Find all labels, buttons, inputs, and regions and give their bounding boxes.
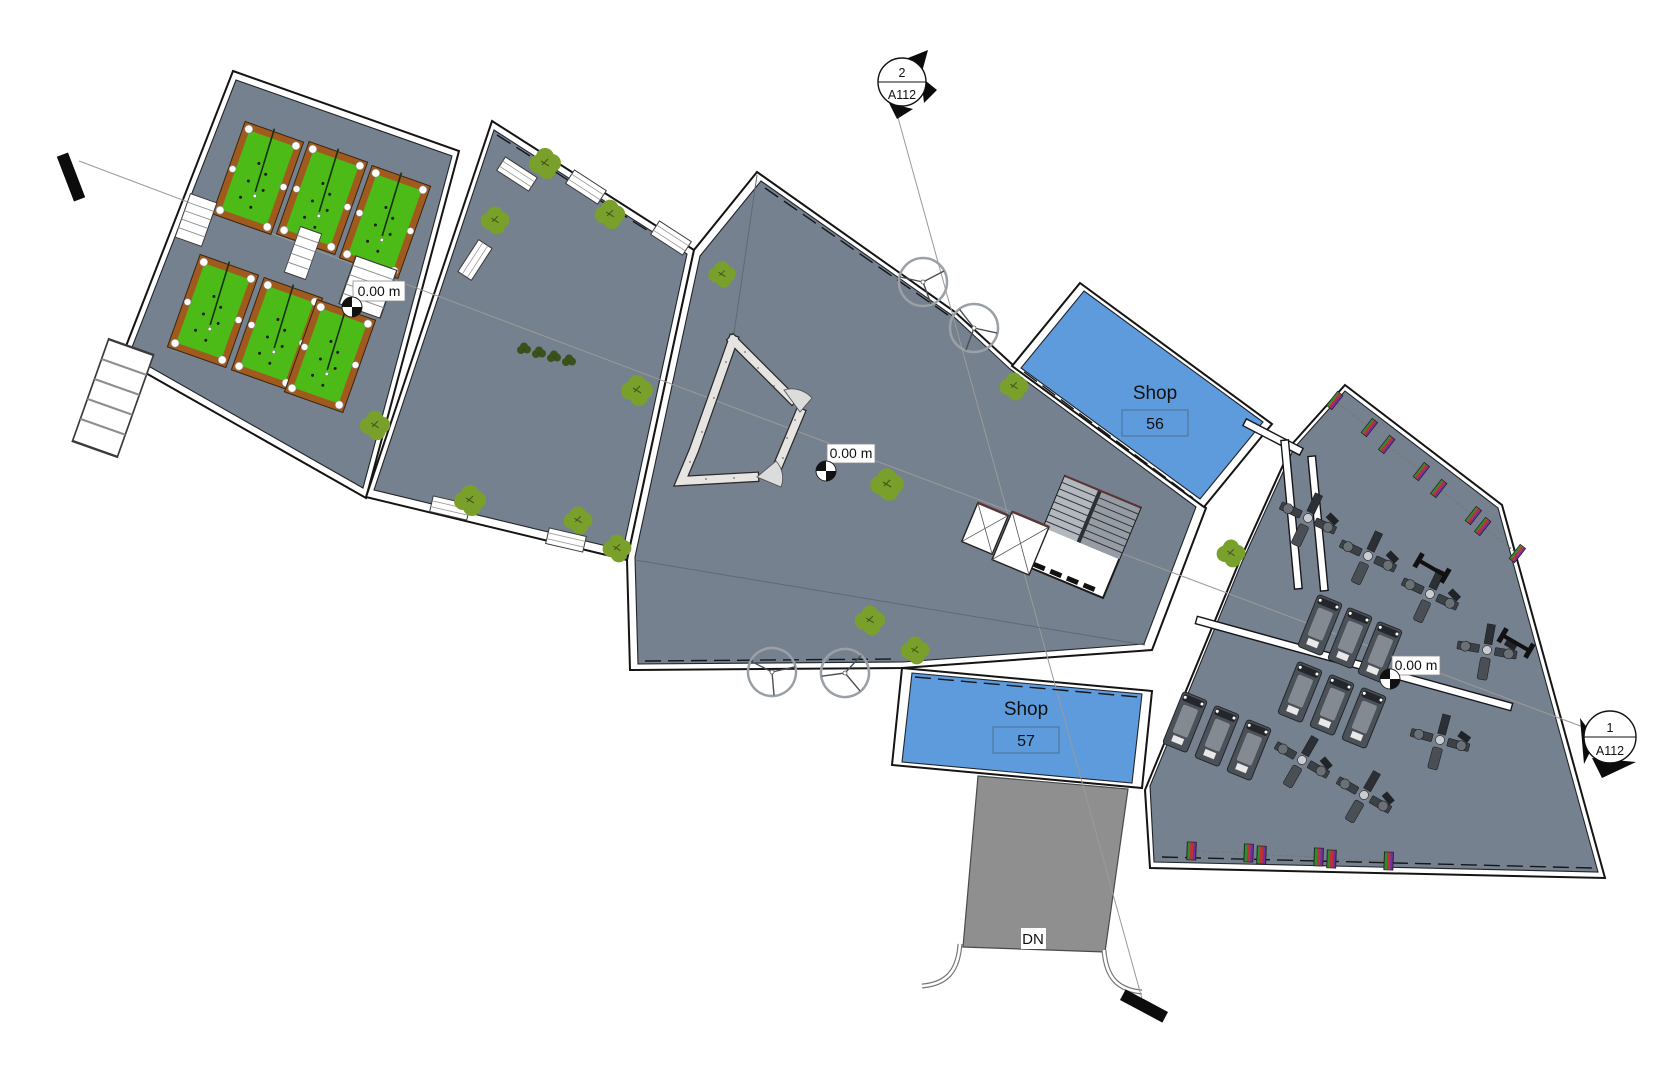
- room-shop-57[interactable]: [890, 666, 1154, 790]
- room-shop-56[interactable]: [1010, 281, 1274, 509]
- stair-core: [1026, 474, 1142, 600]
- level-marker-icon: [815, 460, 837, 482]
- door-swing-icon: [783, 388, 813, 413]
- level-marker-icon: [341, 296, 363, 318]
- floor-seams: [634, 174, 1146, 646]
- room-name: Shop: [1004, 699, 1048, 720]
- stone-feature-wall: [672, 332, 813, 488]
- elevator-shafts: [960, 501, 1050, 576]
- level-annotation-1[interactable]: 0.00 m: [341, 280, 406, 318]
- curtain-wall-glazing: [496, 134, 1593, 869]
- sheet-number: A112: [1596, 744, 1624, 758]
- room-number: 57: [1017, 733, 1035, 750]
- level-text: 0.00 m: [1395, 657, 1438, 673]
- room-number: 56: [1146, 416, 1164, 433]
- shelf-unit: [71, 337, 155, 459]
- level-text: 0.00 m: [358, 283, 401, 299]
- level-annotation-3[interactable]: 0.00 m: [1379, 655, 1441, 690]
- detail-number: 2: [899, 66, 906, 80]
- level-marker-icon: [1379, 668, 1401, 690]
- section-marker-right[interactable]: 1 A112: [1580, 710, 1637, 778]
- wing-lounge: [364, 119, 696, 562]
- door-swing-icon: [756, 460, 784, 488]
- ramp-down-text: DN: [1022, 931, 1044, 948]
- level-annotation-2[interactable]: 0.00 m: [815, 443, 876, 482]
- room-name: Shop: [1133, 383, 1177, 404]
- shop-57-tag[interactable]: Shop 57: [992, 699, 1060, 754]
- ramp-down-tag: DN: [1021, 928, 1046, 949]
- stone-speckles: [689, 351, 796, 480]
- detail-number: 1: [1607, 721, 1614, 735]
- level-text: 0.00 m: [830, 445, 873, 461]
- section-marker-top[interactable]: 2 A112: [877, 50, 937, 119]
- entry-ramp: [921, 775, 1143, 995]
- sheet-number: A112: [888, 88, 916, 102]
- shop-56-tag[interactable]: Shop 56: [1121, 383, 1189, 437]
